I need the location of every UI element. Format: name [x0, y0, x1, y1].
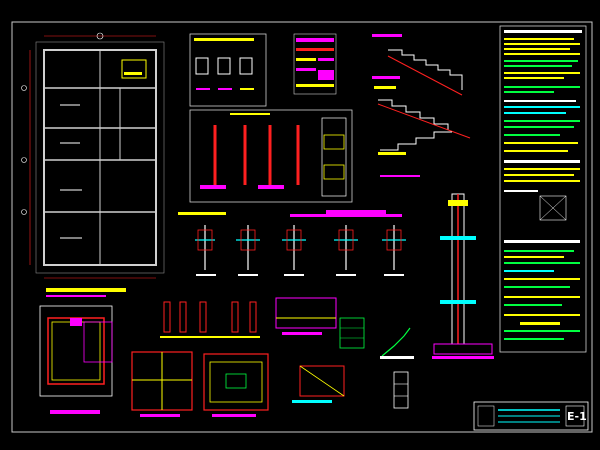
slab-details — [131, 301, 269, 417]
beam-details — [275, 297, 414, 409]
foundation-detail-plan — [39, 305, 113, 414]
floor-plan — [21, 32, 165, 297]
opening-elevations — [189, 33, 267, 107]
schedule-table — [293, 33, 337, 95]
title-block: E-1 — [473, 401, 589, 431]
stair-sections — [372, 34, 471, 177]
general-notes-panel — [499, 25, 587, 353]
column-elevation — [432, 193, 494, 359]
sheet-border — [11, 21, 593, 433]
column-section-details — [189, 109, 386, 214]
sheet-number: E-1 — [567, 410, 587, 423]
footing-details-row — [178, 212, 406, 276]
